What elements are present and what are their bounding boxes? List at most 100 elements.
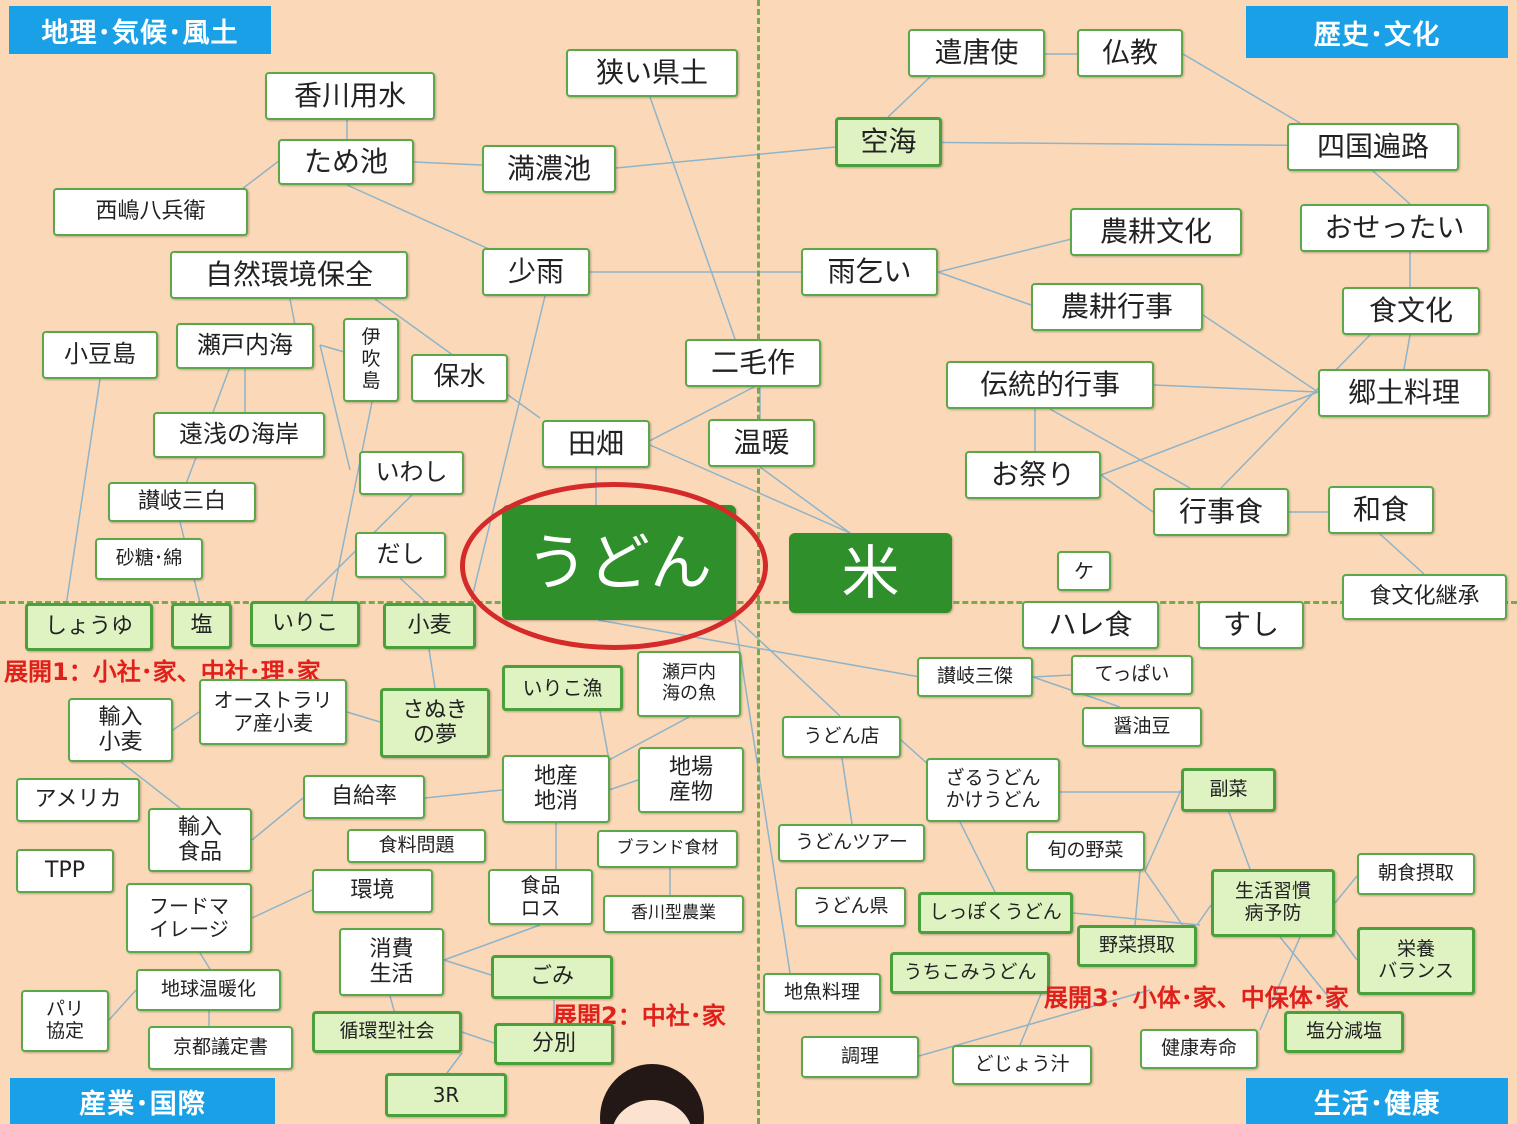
- node-shokuhin-loss: 食品 ロス: [488, 869, 593, 925]
- node-sato-wata: 砂糖･綿: [95, 538, 203, 580]
- node-kyoto: 京都議定書: [148, 1026, 293, 1070]
- node-kankyo: 環境: [312, 869, 433, 913]
- node-iriko: いりこ: [250, 601, 360, 647]
- corner-label-history: 歴史･文化: [1246, 6, 1508, 58]
- connector-line: [251, 889, 313, 919]
- node-iriko-ryou: いりこ漁: [502, 665, 623, 711]
- node-yasai-sesshu: 野菜摂取: [1077, 925, 1197, 967]
- horizontal-divider: [0, 601, 1517, 604]
- node-ondan: 温暖: [708, 419, 815, 467]
- node-amagoi: 雨乞い: [801, 248, 938, 296]
- node-setonaikai: 瀬戸内海: [176, 323, 314, 369]
- child-illustration: [600, 1064, 704, 1124]
- node-noukou-gyouji: 農耕行事: [1031, 283, 1203, 331]
- node-pari: パリ 協定: [21, 990, 109, 1052]
- node-osettai: おせったい: [1300, 204, 1489, 252]
- node-kentoushi: 遣唐使: [908, 29, 1045, 77]
- node-shokuryou-mondai: 食料問題: [347, 829, 486, 863]
- node-hosui: 保水: [411, 354, 508, 402]
- connector-line: [443, 959, 492, 976]
- connector-line: [346, 711, 381, 723]
- connector-line: [887, 76, 931, 118]
- corner-label-geography: 地理･気候･風土: [9, 6, 271, 54]
- connector-line: [608, 716, 690, 761]
- node-seikatsu-shukan: 生活習慣 病予防: [1211, 869, 1335, 937]
- node-kyoudo-ryouri: 郷土料理: [1318, 369, 1490, 417]
- connector-line: [1228, 811, 1251, 870]
- node-shouhi-seikatsu: 消費 生活: [339, 928, 444, 996]
- connector-line: [937, 271, 1032, 306]
- connector-line: [649, 96, 736, 340]
- node-sushi: すし: [1198, 601, 1304, 649]
- node-kagawa-nougyou: 香川型農業: [603, 895, 744, 933]
- node-dashi: だし: [355, 532, 446, 578]
- connector-line: [1403, 334, 1411, 370]
- node-omatsuri: お祭り: [965, 451, 1101, 499]
- connector-line: [172, 711, 200, 731]
- node-shizen-kankyo: 自然環境保全: [170, 251, 408, 299]
- node-nishijima: 西嶋八兵衛: [53, 188, 248, 236]
- connector-line: [1032, 674, 1072, 678]
- main-node-rice: 米: [789, 533, 952, 613]
- node-kukai: 空海: [835, 117, 942, 167]
- node-jizakana: 地魚料理: [763, 973, 881, 1013]
- node-washoku: 和食: [1328, 486, 1434, 534]
- connector-line: [1072, 912, 1201, 926]
- node-dentou-gyouji: 伝統的行事: [946, 361, 1154, 409]
- node-udon-tour: うどんツアー: [778, 824, 925, 862]
- node-junkan: 循環型社会: [312, 1011, 462, 1053]
- connector-line: [737, 619, 841, 717]
- node-ibukijima: 伊 吹 島: [343, 318, 399, 402]
- node-tpp: TPP: [16, 849, 114, 893]
- connector-line: [841, 757, 853, 825]
- node-shippoku: しっぽくうどん: [918, 892, 1073, 934]
- connector-line: [120, 761, 181, 809]
- connector-line: [1144, 789, 1182, 872]
- node-semai-kendo: 狭い県土: [566, 49, 738, 97]
- node-shou-u: 少雨: [482, 248, 590, 296]
- node-shodoshima: 小豆島: [42, 331, 158, 379]
- connector-line: [1372, 170, 1411, 205]
- connector-line: [759, 466, 851, 534]
- connector-line: [446, 1052, 463, 1074]
- node-shun-yasai: 旬の野菜: [1026, 831, 1145, 871]
- node-yunyu-shokuhin: 輸入 食品: [148, 808, 252, 872]
- node-kagawa-yousui: 香川用水: [265, 72, 435, 120]
- connector-line: [1334, 875, 1358, 904]
- node-enbun: 塩分減塩: [1284, 1011, 1404, 1053]
- connector-line: [1100, 391, 1319, 476]
- node-shokubunka: 食文化: [1342, 287, 1480, 335]
- node-mannouike: 満濃池: [482, 145, 616, 193]
- connector-line: [1049, 408, 1191, 489]
- node-komugi: 小麦: [383, 603, 476, 649]
- node-brand-shokuzai: ブランド食材: [597, 830, 738, 868]
- connector-line: [1279, 936, 1341, 1012]
- connector-line: [734, 619, 791, 974]
- node-tameike: ため池: [278, 139, 414, 185]
- node-fukusai: 副菜: [1181, 768, 1276, 812]
- connector-line: [1182, 53, 1301, 124]
- connector-line: [608, 779, 639, 791]
- node-bunbetsu: 分別: [494, 1023, 614, 1065]
- connector-line: [199, 952, 211, 970]
- connector-line: [443, 924, 541, 961]
- node-setouchi-sakana: 瀬戸内 海の魚: [637, 651, 741, 717]
- node-dojou: どじょう汁: [952, 1045, 1092, 1085]
- node-iwashi: いわし: [359, 451, 464, 495]
- node-kenkou-jumyou: 健康寿命: [1140, 1029, 1258, 1069]
- connector-line: [1100, 474, 1154, 513]
- node-yunyu-komugi: 輸入 小麦: [68, 698, 173, 762]
- node-shio: 塩: [171, 603, 232, 649]
- node-nimousaku: 二毛作: [685, 339, 821, 387]
- node-shikoku-henro: 四国遍路: [1287, 123, 1459, 171]
- node-ke: ケ: [1057, 551, 1111, 591]
- node-gyoujishoku: 行事食: [1153, 488, 1289, 536]
- node-ondanka: 地球温暖化: [136, 969, 281, 1011]
- node-shokubunka-keishou: 食文化継承: [1342, 574, 1507, 620]
- connector-line: [649, 444, 851, 534]
- node-udonten: うどん店: [782, 716, 901, 758]
- connector-line: [1220, 334, 1371, 489]
- connector-line: [1379, 533, 1425, 575]
